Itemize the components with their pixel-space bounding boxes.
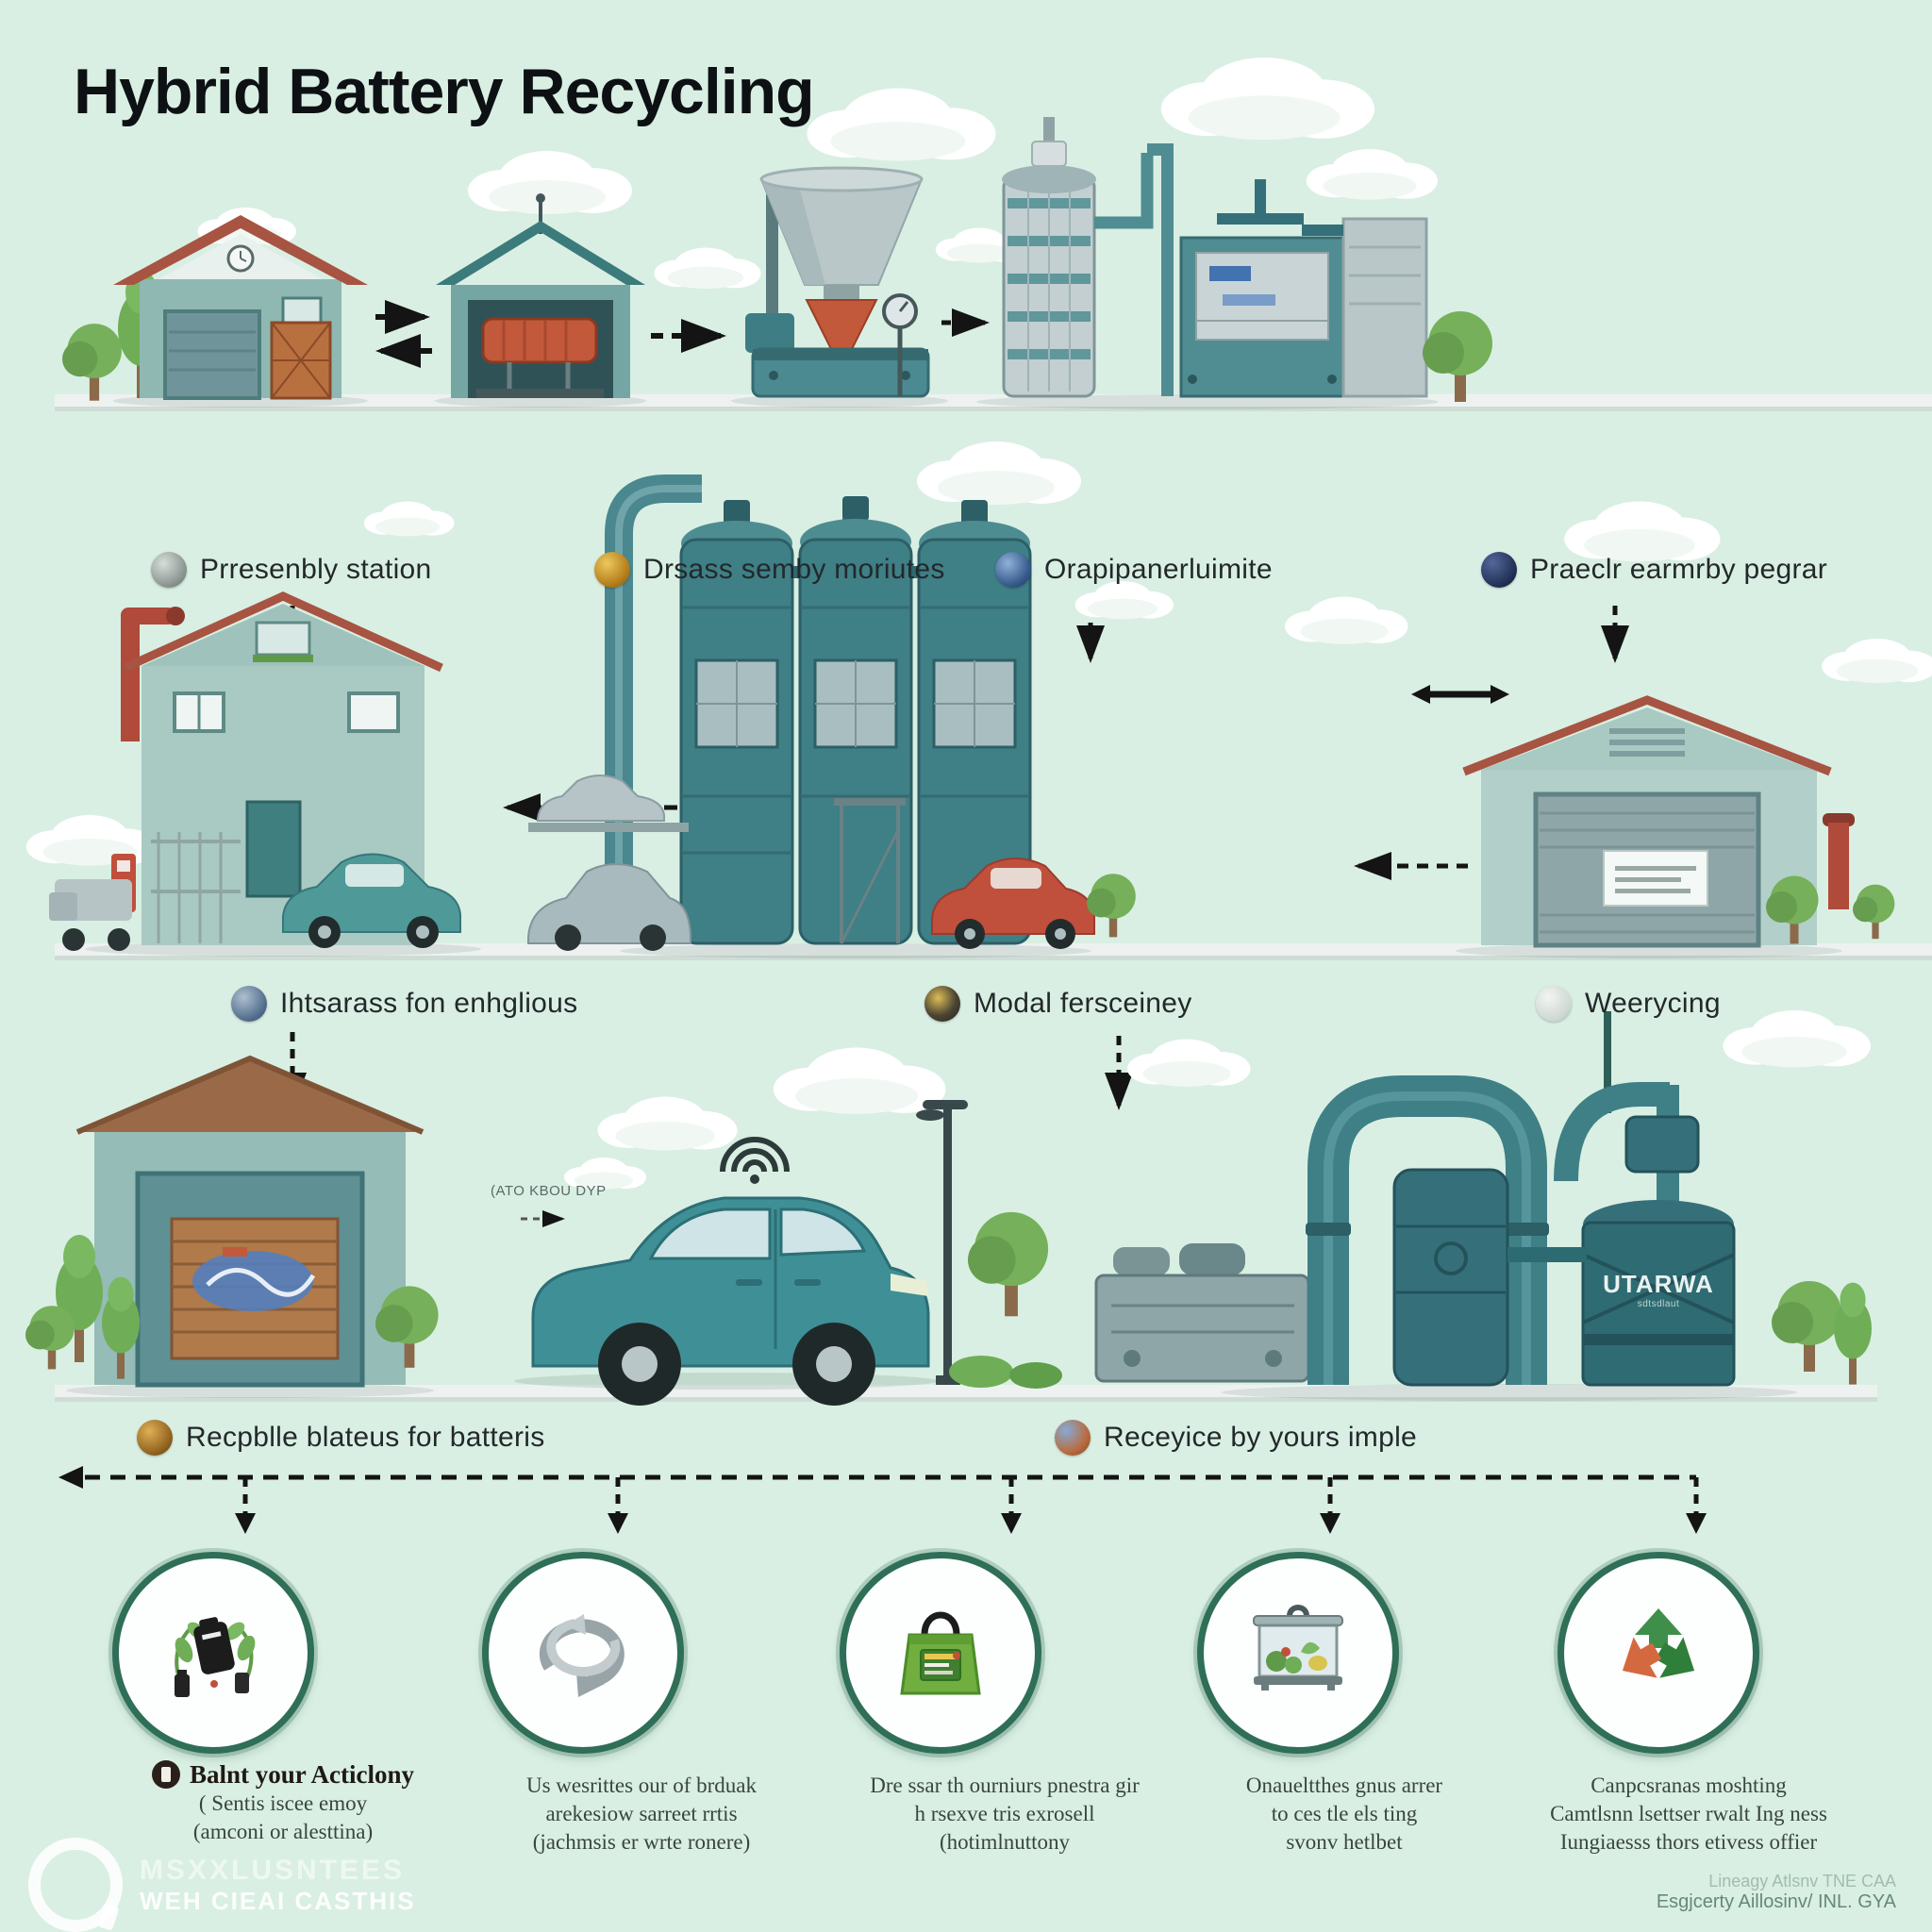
caption-1-title: Balnt your Acticlony [151,1760,414,1789]
globe-badge-icon [995,552,1031,588]
caption-4: Onaueltthes gnus arrer to ces tle els ti… [1141,1772,1547,1857]
caption-line: (hotimlnuttony [940,1830,1070,1854]
caption-line: (amconi or alesttina) [192,1820,374,1843]
step-label-presembly-station: Prresenbly station [151,549,432,591]
step-label-text: Orapipanerluimite [1044,554,1273,585]
tank-label-group: UTARWA sdtsdlaut [1583,1270,1734,1309]
row1-collection-house [113,215,368,400]
step-label-orapipanerlumite: Orapipanerluimite [995,549,1273,591]
caption-line: (jachmsis er wrte ronere) [532,1830,751,1854]
step-label-text: Recpblle blateus for batteris [186,1422,545,1453]
recycling-arrows-icon [1622,1608,1695,1678]
platform-row3 [55,1385,1877,1402]
step-label-text: Receyice by yours imple [1104,1422,1418,1453]
door-badge-icon [151,1760,180,1789]
battery-leaves-icon [175,1617,256,1697]
step-label-disassembly-modules: Drsass semby moriutes [594,549,945,591]
row1-workshop [435,193,646,408]
watermark-line1: MSXXLUSNTEES [140,1854,406,1886]
pale-badge-icon [1536,986,1572,1022]
step-label-text: Modal fersceiney [974,988,1192,1019]
step-label-text: Drsass semby moriutes [643,554,945,585]
green-shopping-bag-icon [900,1611,981,1695]
caption-line: ( Sentis iscee emoy [198,1791,368,1815]
step-label-receyice: Receyice by yours imple [1055,1417,1417,1458]
row1-funnel-machine [731,166,948,408]
caption-line: Camtlsnn lsettser rwalt Ing ness [1550,1802,1827,1825]
row2-intake-house [49,591,481,957]
double-arrow [1411,685,1509,704]
step-label-ihtsarass: Ihtsarass fon enhglious [231,983,577,1024]
step-label-text: Prresenbly station [200,554,432,585]
row2-warehouse [1456,695,1895,958]
caption-line: to ces tle els ting [1271,1802,1418,1825]
tank-sublabel: sdtsdlaut [1637,1299,1680,1309]
row3-scene [25,1010,1872,1406]
blue-badge-icon [231,986,267,1022]
photo-badge-icon [151,552,187,588]
row3-refinery [1094,1075,1872,1401]
produce-display-case-icon [1253,1605,1343,1690]
watermark-logo-icon [28,1838,123,1932]
step-label-text: Ihtsarass fon enhglious [280,988,578,1019]
street-lamp [916,1100,968,1385]
caption-line: Iungiaesss thors etivess offier [1559,1830,1818,1854]
row3-hatchback-car [514,1100,1062,1406]
bronze-badge-icon [137,1420,173,1456]
footer-line2: Esgjcerty Aillosinv/ INL. GYA [1656,1891,1896,1912]
step-label-recyclable-batteries: Recpblle blateus for batteris [137,1417,545,1458]
platform-row2 [55,943,1932,960]
car-note-text: (ATO KBOU DYP [491,1183,607,1199]
caption-line: h rsexve tris exrosell [914,1802,1095,1825]
tank-label: UTARWA [1603,1270,1714,1298]
circle-recycling-arrows [1557,1552,1759,1754]
footer-credit: Lineagy Atlsnv TNE CAA Esgjcerty Aillosi… [1657,1872,1896,1913]
watermark-line2: WEH CIEAI CASTHIS [140,1886,416,1915]
caption-line: Dre ssar th ourniurs pnestra gir [870,1774,1140,1797]
row2-silo-plant [527,475,1136,958]
row1-processing-plant [976,117,1439,409]
navy-badge-icon [1481,552,1517,588]
caption-2: Us wesrittes our of brduak arekesiow sar… [439,1772,844,1857]
step-label-modal-fersceiney: Modal fersceiney [924,983,1192,1024]
metal-swirl-arrows-icon [539,1614,625,1697]
dark-badge-icon [924,986,960,1022]
watermark: MSXXLUSNTEES WEH CIEAI CASTHIS [28,1838,416,1932]
circle-green-bag [840,1552,1041,1754]
bottom-connectors [58,1466,1707,1534]
gold-badge-icon [594,552,630,588]
caption-line: Onaueltthes gnus arrer [1245,1774,1443,1797]
row2-scene [25,441,1932,1113]
row3-dropoff-garage [25,1055,439,1398]
circle-battery-leaves [112,1552,314,1754]
caption-1: Balnt your Acticlony ( Sentis iscee emoy… [80,1760,486,1846]
caption-line: Canpcsranas moshting [1591,1774,1787,1797]
footer-line1: Lineagy Atlsnv TNE CAA [1708,1872,1896,1890]
page-title: Hybrid Battery Recycling [74,56,815,127]
caption-line: svonv hetlbet [1286,1830,1403,1854]
step-label-text: Praeclr earmrby pegrar [1530,554,1828,585]
step-label-weerycing: Weerycing [1536,983,1721,1024]
wifi-signal-icon [720,1137,790,1184]
circle-swirl-arrows [482,1552,684,1754]
caption-line: Us wesrittes our of brduak [525,1774,757,1797]
earth-badge-icon [1055,1420,1091,1456]
caption-line: arekesiow sarreet rrtis [545,1802,738,1825]
caption-3: Dre ssar th ourniurs pnestra gir h rsexv… [802,1772,1208,1857]
row1-scene [62,58,1629,663]
caption-5: Canpcsranas moshting Camtlsnn lsettser r… [1486,1772,1891,1857]
step-label-text: Weerycing [1585,988,1721,1019]
circle-produce-case [1197,1552,1399,1754]
step-label-praeclr-earmrby: Praeclr earmrby pegrar [1481,549,1827,591]
